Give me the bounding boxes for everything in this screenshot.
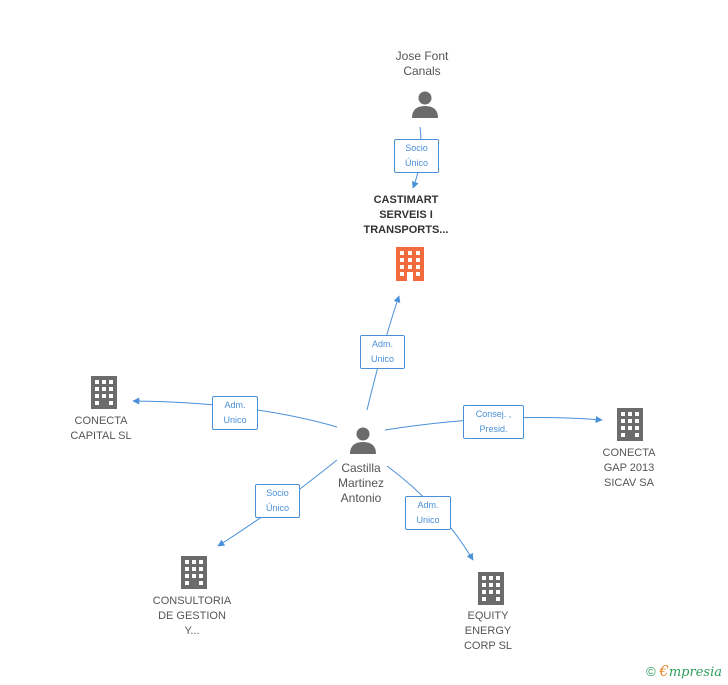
building-icon-main[interactable] xyxy=(394,245,426,281)
edge-label-socio-unico[interactable]: Socio Único xyxy=(255,484,300,518)
edge-label-socio-unico[interactable]: Socio Único xyxy=(394,139,439,173)
copyright-notice: © €mpresia xyxy=(646,662,722,680)
edge-label-adm-unico[interactable]: Adm. Unico xyxy=(212,396,258,430)
node-label-castilla-martinez-antonio[interactable]: Castilla Martinez Antonio xyxy=(337,461,384,505)
building-icon[interactable] xyxy=(90,375,118,409)
edge-label-consej-presid[interactable]: Consej. , Presid. xyxy=(463,405,524,439)
brand-rest: mpresia xyxy=(668,665,722,680)
node-label-jose-font-canals[interactable]: Jose Font Canals xyxy=(395,49,449,78)
edge-label-adm-unico[interactable]: Adm. Unico xyxy=(405,496,451,530)
node-label-conecta-gap[interactable]: CONECTA GAP 2013 SICAV SA xyxy=(602,447,656,489)
person-icon[interactable] xyxy=(410,89,440,119)
node-label-equity-energy[interactable]: EQUITY ENERGY CORP SL xyxy=(463,610,513,652)
copyright-symbol: © xyxy=(646,664,656,679)
node-label-castimart[interactable]: CASTIMART SERVEIS I TRANSPORTS... xyxy=(363,194,449,236)
person-icon[interactable] xyxy=(348,425,378,455)
building-icon[interactable] xyxy=(180,555,208,589)
brand-e: € xyxy=(659,662,669,680)
brand-logo: €mpresia xyxy=(659,662,722,680)
building-icon[interactable] xyxy=(616,407,644,441)
node-label-consultoria[interactable]: CONSULTORIA DE GESTION Y... xyxy=(152,595,232,637)
node-label-conecta-capital[interactable]: CONECTA CAPITAL SL xyxy=(70,415,132,442)
building-icon[interactable] xyxy=(477,571,505,605)
edge-label-adm-unico[interactable]: Adm. Unico xyxy=(360,335,405,369)
